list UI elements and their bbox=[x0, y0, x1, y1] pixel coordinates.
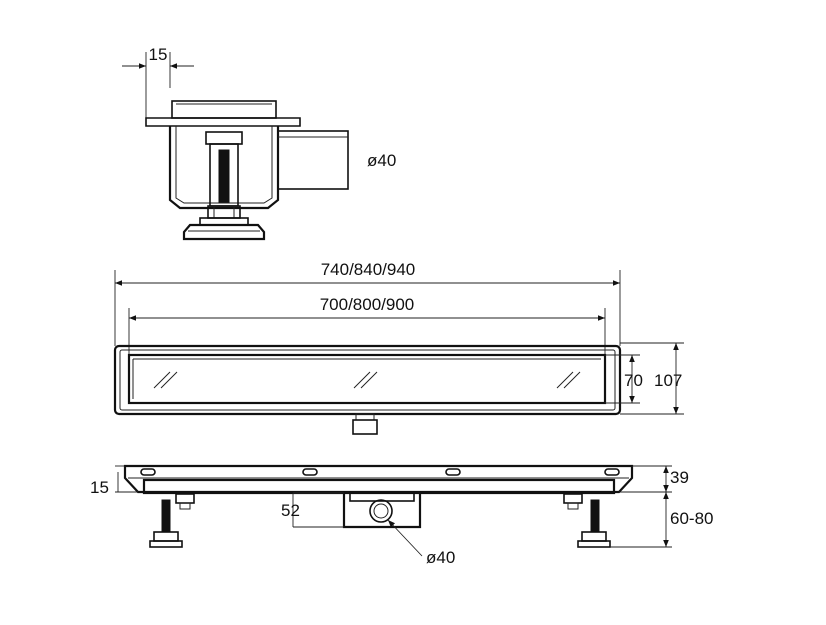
dimension-body-depth: 39 bbox=[619, 465, 689, 493]
dimension-outlet-drop: 52 bbox=[281, 492, 344, 528]
dimension-leg-height: 60-80 bbox=[610, 492, 713, 548]
dimension-15-top: 15 bbox=[122, 45, 194, 118]
right-support-leg bbox=[563, 493, 611, 548]
side-elevation-view: 15 39 60-80 52 ø40 bbox=[90, 464, 713, 567]
label-outer-width: 107 bbox=[654, 371, 682, 390]
dimension-inner-width: 70 bbox=[605, 354, 643, 404]
label-top-width: 15 bbox=[149, 45, 168, 64]
label-side-outlet: ø40 bbox=[426, 548, 455, 567]
dimension-side-flange: 15 bbox=[90, 465, 138, 497]
label-body-depth: 39 bbox=[670, 468, 689, 487]
label-outer-length: 740/840/940 bbox=[321, 260, 416, 279]
cross-section-view: 15 ø40 bbox=[122, 45, 396, 241]
label-top-outlet: ø40 bbox=[367, 151, 396, 170]
label-inner-width: 70 bbox=[624, 371, 643, 390]
dimension-inner-length: 700/800/900 bbox=[128, 295, 606, 354]
label-inner-length: 700/800/900 bbox=[320, 295, 415, 314]
plan-view: 740/840/940 700/800/900 bbox=[113, 260, 684, 435]
label-leg-height: 60-80 bbox=[670, 509, 713, 528]
glass-reflection-marks bbox=[153, 371, 581, 389]
dimension-outer-width: 107 bbox=[620, 342, 684, 415]
dimension-outer-length: 740/840/940 bbox=[114, 260, 621, 346]
label-side-flange: 15 bbox=[90, 478, 109, 497]
left-support-leg bbox=[149, 493, 195, 548]
label-outlet-drop: 52 bbox=[281, 501, 300, 520]
